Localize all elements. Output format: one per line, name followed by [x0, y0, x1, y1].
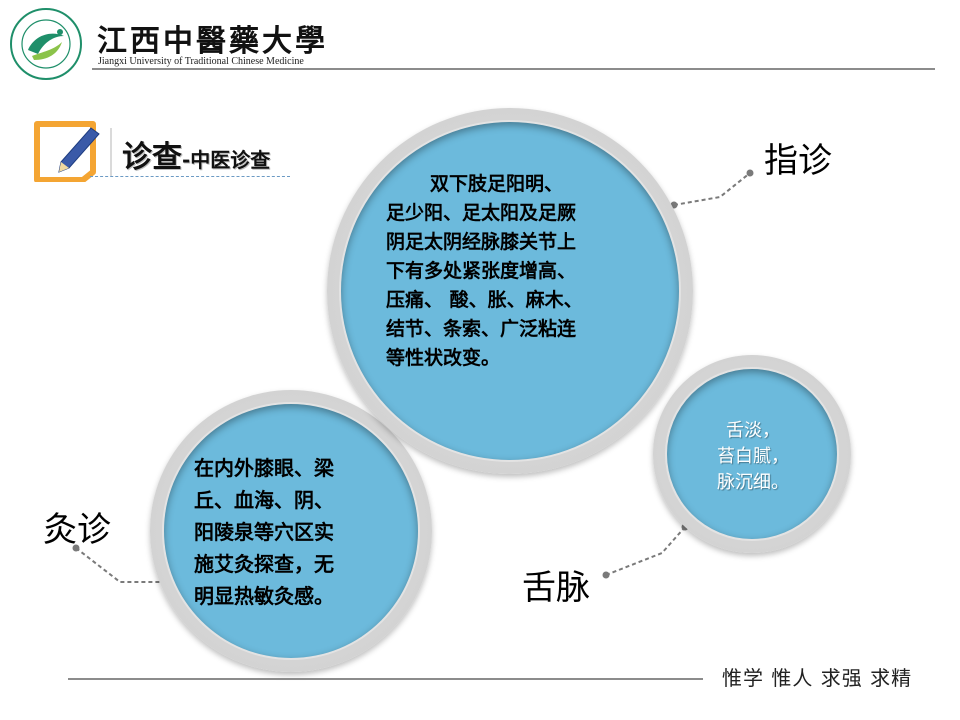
moxa-exam-line: 施艾灸探查，无 [194, 552, 334, 576]
connector-finger [673, 172, 751, 206]
university-logo [10, 8, 82, 80]
label-moxa-exam: 灸诊 [43, 510, 111, 550]
section-title: 诊查-中医诊查 [122, 132, 270, 176]
section-title-sub: -中医诊查 [182, 148, 271, 172]
circle-left-disc [164, 404, 418, 658]
finger-exam-line: 压痛、 酸、胀、麻木、 [386, 289, 583, 311]
moxa-exam-line: 明显热敏灸感。 [194, 584, 334, 608]
label-finger-exam: 指诊 [764, 141, 832, 181]
section-title-main: 诊查 [122, 140, 182, 175]
connector-tongue [605, 526, 686, 576]
finger-exam-line: 下有多处紧张度增高、 [386, 260, 577, 282]
tongue-pulse-line: 舌淡， [726, 420, 780, 441]
tongue-pulse-findings: 舌淡， 苔白腻， 脉沉细。 [690, 418, 816, 496]
university-name-chinese: 江西中醫藥大學 [97, 24, 328, 59]
circle-large-disc [341, 122, 679, 460]
pencil-note-icon [34, 121, 112, 182]
finger-exam-line: 等性状改变。 [386, 347, 501, 369]
footer-divider [68, 678, 703, 680]
connector-finger-end-dot [746, 169, 754, 177]
header-divider [92, 68, 935, 70]
moxa-exam-line: 阳陵泉等穴区实 [194, 520, 334, 544]
finger-exam-line: 结节、条索、广泛粘连 [386, 318, 577, 340]
title-underline [90, 176, 290, 177]
connector-tongue-start-dot [602, 571, 610, 579]
tongue-pulse-line: 苔白腻， [717, 446, 789, 467]
finger-exam-line: 足少阳、足太阳及足厥 [386, 202, 577, 224]
circle-right-disc [667, 369, 837, 539]
finger-exam-line: 阴足太阴经脉膝关节上 [386, 231, 577, 253]
moxa-exam-findings: 在内外膝眼、梁 丘、血海、阴、 阳陵泉等穴区实 施艾灸探查，无 明显热敏灸感。 [194, 452, 399, 612]
finger-exam-line: 双下肢足阳明、 [430, 173, 564, 195]
university-motto: 惟学 惟人 求强 求精 [722, 666, 913, 690]
university-name-english: Jiangxi University of Traditional Chines… [98, 56, 304, 67]
tongue-pulse-line: 脉沉细。 [717, 472, 789, 493]
moxa-exam-line: 丘、血海、阴、 [194, 488, 334, 512]
moxa-exam-line: 在内外膝眼、梁 [194, 456, 334, 480]
label-tongue-pulse: 舌脉 [522, 568, 590, 608]
finger-exam-findings: 双下肢足阳明、 足少阳、足太阳及足厥 阴足太阴经脉膝关节上 下有多处紧张度增高、… [386, 170, 636, 373]
